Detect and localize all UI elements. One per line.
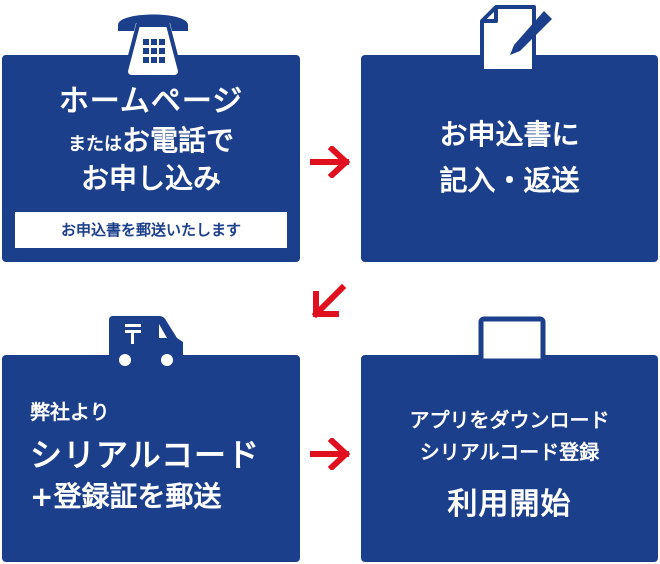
arrow-right-icon [309, 436, 352, 474]
step-4-register-text: シリアルコード登録 [419, 440, 600, 464]
step-1-box: ホームページ またはお電話で お申し込み お申込書を郵送いたします [2, 55, 300, 262]
step-3-serial-code-text: シリアルコード [30, 436, 261, 474]
step-1-note: お申込書を郵送いたします [15, 212, 287, 248]
step-4-download-text: アプリをダウンロード [409, 408, 610, 432]
step-3-box: 弊社より シリアルコード +登録証を郵送 [2, 355, 300, 562]
arrow-right-icon [309, 144, 352, 182]
step-1-subtitle: またはお電話で [2, 127, 300, 155]
step-1-or-text: または [67, 134, 122, 155]
step-4-box: アプリをダウンロード シリアルコード登録 利用開始 [361, 355, 658, 562]
telephone-icon [114, 3, 192, 79]
step-3-from-text: 弊社より [30, 400, 110, 424]
laptop-icon [467, 316, 557, 376]
arrow-down-left-icon [308, 282, 348, 326]
step-3-mail-text: +登録証を郵送 [30, 480, 222, 513]
step-1-apply-text: お申し込み [80, 162, 221, 195]
document-pen-icon [472, 5, 558, 75]
step-2-subtitle: 記入・返送 [439, 164, 580, 197]
delivery-truck-icon [105, 314, 187, 372]
step-2-title: お申込書に [439, 118, 580, 151]
step-1-title: ホームページ [58, 84, 244, 119]
step-1-phone-text: お電話で [121, 124, 234, 157]
step-4-start-text: 利用開始 [447, 487, 572, 522]
step-2-box: お申込書に 記入・返送 [361, 55, 658, 262]
